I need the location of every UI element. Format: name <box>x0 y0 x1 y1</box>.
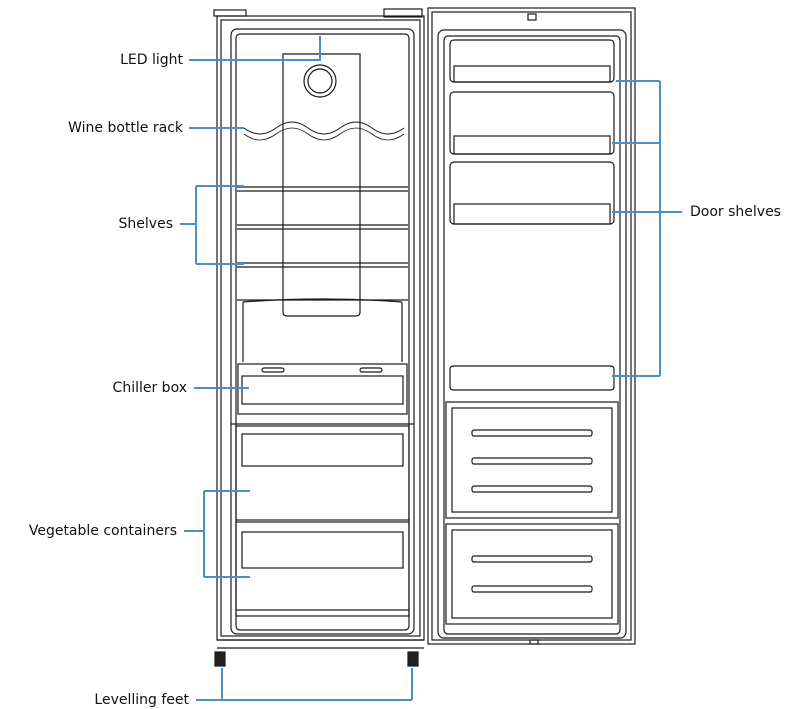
leader-vegetable-containers <box>184 490 250 578</box>
fridge-door <box>427 7 636 645</box>
leader-shelves <box>180 185 244 265</box>
label-shelves: Shelves <box>118 216 173 232</box>
leader-lines <box>180 36 682 701</box>
vegetable-drawers <box>231 423 414 617</box>
chiller-box-drawer <box>237 363 408 415</box>
label-wine-bottle-rack: Wine bottle rack <box>68 120 183 136</box>
label-door-shelves: Door shelves <box>690 204 781 220</box>
glass-shelves <box>237 186 408 268</box>
label-levelling-feet: Levelling feet <box>94 692 189 708</box>
leader-led-light <box>189 36 321 61</box>
wine-rack-wave <box>243 121 405 135</box>
right-foot <box>407 651 419 667</box>
label-chiller-box: Chiller box <box>112 380 187 396</box>
leader-levelling-feet <box>196 668 413 701</box>
label-vegetable-containers: Vegetable containers <box>28 523 177 539</box>
led-light-icon <box>303 64 337 98</box>
label-led-light: LED light <box>120 52 183 68</box>
leader-door-shelves <box>612 80 682 377</box>
left-foot <box>214 651 226 667</box>
door-shelves <box>449 39 615 391</box>
fridge-cabinet <box>213 8 425 667</box>
